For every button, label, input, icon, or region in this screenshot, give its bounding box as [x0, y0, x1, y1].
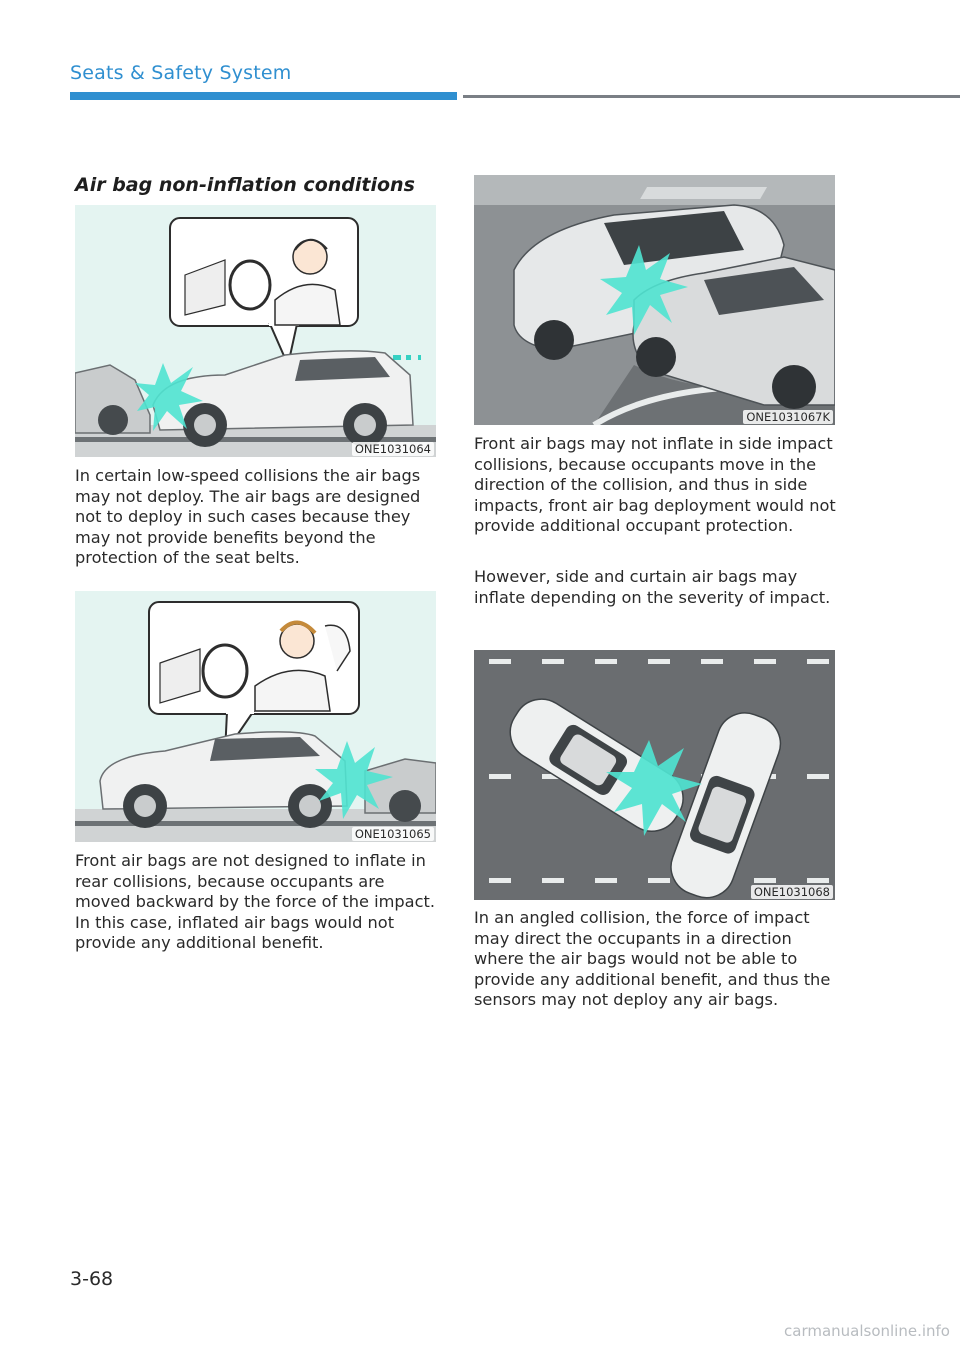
figure-code: ONE1031068: [750, 885, 833, 899]
paragraph-side-curtain: However, side and curtain air bags may i…: [474, 567, 831, 607]
header-rule-gray: [463, 95, 960, 98]
figure-code: ONE1031064: [351, 442, 434, 456]
paragraph-low-speed: In certain low-speed collisions the air …: [75, 466, 421, 568]
figure-angled-collision: ONE1031068: [474, 650, 835, 900]
figure-code: ONE1031065: [351, 827, 434, 841]
paragraph-side-impact: Front air bags may not inflate in side i…: [474, 434, 836, 536]
section-title: Air bag non-inflation conditions: [75, 174, 415, 196]
figure-low-speed-collision: ONE1031064: [75, 205, 436, 457]
figure-code: ONE1031067K: [743, 410, 833, 424]
running-header: Seats & Safety System: [70, 62, 292, 84]
figure-rear-collision: ONE1031065: [75, 591, 436, 842]
page-number: 3-68: [70, 1268, 114, 1290]
paragraph-rear-collision: Front air bags are not designed to infla…: [75, 851, 435, 953]
watermark: carmanualsonline.info: [784, 1322, 950, 1340]
paragraph-angled-collision: In an angled collision, the force of imp…: [474, 908, 831, 1010]
header-rule-accent: [70, 92, 457, 100]
figure-side-impact: ONE1031067K: [474, 175, 835, 425]
